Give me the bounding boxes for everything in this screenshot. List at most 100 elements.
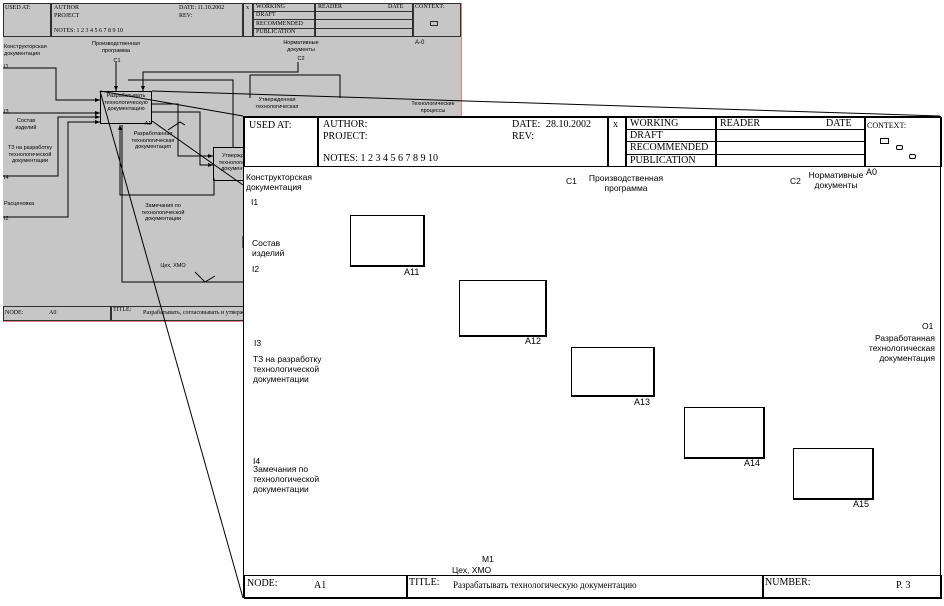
fg-footer-title-val: Разрабатывать технологическую документац… [453,580,637,590]
bg-author-cell [51,3,243,37]
fg-author: AUTHOR: [323,119,368,130]
bg-x-mark: x [246,5,249,11]
fg-reader: READER [720,118,760,129]
bg-label-rascenovka: Расценовка [4,201,35,207]
fg-notes: NOTES: 1 2 3 4 5 6 7 8 9 10 [323,153,438,164]
fg-label-prod-prog: Производственная программа [588,173,664,193]
fg-activity-box-a11[interactable] [350,215,425,267]
bg-footer-node-cell [3,306,111,321]
bg-project: PROJECT [54,13,80,19]
bg-recommended: RECOMMENDED [256,21,304,27]
bg-label-konstr: Конструкторская документация [4,44,47,57]
fg-activity-box-a14[interactable] [684,407,765,459]
fg-publication-cell [626,154,716,167]
fg-activity-box-a15[interactable] [793,448,874,500]
fg-activity-a13-number: A13 [634,397,651,407]
fg-label-i4: I4 [253,456,261,466]
fg-publication: PUBLICATION [630,155,696,166]
bg-arrow-c2b [250,74,341,98]
bg-label-i4: I4 [4,175,9,181]
bg-label-tech-proc: Технологические процессы [411,101,455,114]
bg-footer-title: TITLE: [113,307,132,313]
bg-reader-date: DATE [388,4,404,10]
bg-node-id: A-0 [415,40,425,46]
fg-label-c1: C1 [566,176,577,186]
fg-footer-node: NODE: [247,578,278,589]
fg-rev: REV: [512,131,535,142]
fg-reader-date: DATE [826,118,852,129]
fg-label-c2: C2 [790,176,801,186]
bg-arrow-c2d [128,79,234,148]
bg-arrow-tz [3,116,100,177]
bg-process-box-1 [100,91,152,124]
bg-label-approved: Утвержденная технологическая [255,97,299,110]
fg-footer-node-cell [244,575,407,599]
bg-date: DATE: 11.10.2002 [179,5,225,11]
zoom-line-top-right [151,90,941,117]
fg-label-norm: Нормативные документы [808,170,864,190]
fg-activity-box-a13[interactable] [571,347,655,397]
bg-arrow-c2 [142,62,299,91]
fg-label-o1: O1 [922,321,934,331]
bg-x-cell [243,3,253,37]
bg-context: CONTEXT: [415,4,445,10]
bg-publication-cell [253,28,315,37]
fg-footer-number: NUMBER: [765,577,811,588]
fg-footer-title-cell [407,575,763,599]
zoom-line-top-left [99,90,244,117]
bg-arrow-mech-squiggle [194,271,216,283]
bg-label-a1: A1 [144,121,152,127]
fg-x-cell [608,117,626,167]
fg-recommended: RECOMMENDED [630,142,709,153]
bg-label-remarks: Замечания по технологической документаци… [141,203,185,222]
bg-arrow-i1 [3,67,100,101]
bg-footer-title-val: Разрабатывать, согласовывать и утверж [143,310,244,316]
foreground-diagram: USED AT: AUTHOR: PROJECT: DATE: 28.10.20… [243,116,942,599]
bg-label-i1: I1 [4,64,9,70]
bg-process-box-2-label: Утвержд технологич документ [218,153,248,172]
fg-label-i2: I2 [252,264,260,274]
fg-label-konstr: Конструкторская документация [246,172,312,192]
bg-arrow-mech [121,125,243,283]
fg-activity-a15-number: A15 [853,499,870,509]
bg-reader-row4 [315,28,413,37]
fg-footer-node-val: A1 [314,580,327,591]
fg-context: CONTEXT: [867,121,907,130]
fg-used-at-cell [244,117,318,167]
fg-activity-box-a12[interactable] [459,280,547,337]
bg-label-c1: C1 [113,58,121,64]
fg-context-box-3 [909,154,916,159]
fg-label-i3: I3 [254,338,262,348]
fg-label-i1: I1 [251,197,259,207]
fg-date-val: 28.10.2002 [546,119,591,130]
bg-footer-node-val: A0 [49,310,57,316]
fg-activity-a14-number: A14 [744,458,761,468]
fg-activity-a12-number: A12 [525,336,542,346]
bg-used-at-cell [3,3,51,37]
bg-draft: DRAFT [256,12,276,18]
bg-label-developed: Разработанная технологическая документац… [131,131,175,150]
fg-project: PROJECT: [323,131,368,142]
bg-label-tz: ТЗ на разработку технологической докумен… [7,145,53,164]
fg-date-label: DATE: [512,119,541,130]
zoom-line-inner [151,120,244,186]
bg-label-i3: I3 [4,109,9,115]
fg-used-at: USED AT: [249,120,292,131]
bg-context-box [430,21,438,26]
fg-activity-a11-number: A11 [404,267,420,277]
fg-footer-number-cell [763,575,942,599]
zoom-line-bottom-left [99,90,244,599]
bg-reader: READER [318,4,342,10]
bg-label-c2: C2 [297,56,305,62]
fg-node-id: A0 [866,167,878,177]
bg-context-cell [413,3,461,37]
fg-label-sostav: Состав изделий [252,238,285,258]
fg-label-developed: Разработанная технологическая документац… [868,333,935,363]
bg-footer-node: NODE: [5,310,24,316]
fg-reader-row4 [716,154,865,167]
fg-draft: DRAFT [630,130,663,141]
bg-arrow-rascenovka [3,121,100,218]
fg-working: WORKING [630,118,679,129]
bg-label-ceh: Цех, ХМО [160,263,186,269]
